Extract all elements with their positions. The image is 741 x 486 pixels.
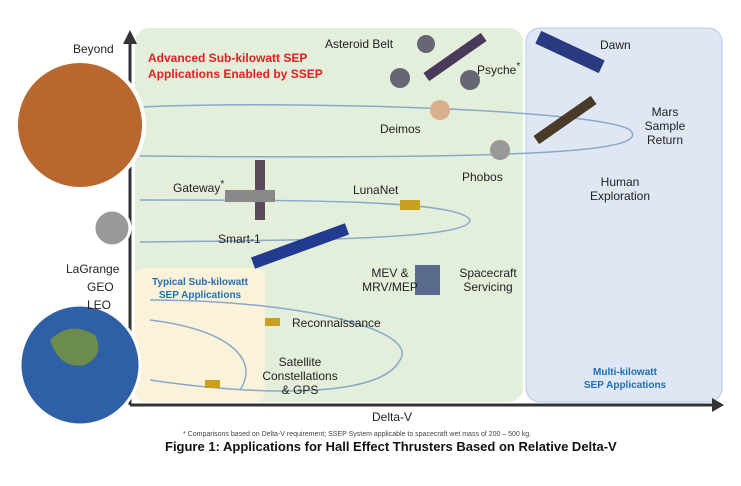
figure-caption: Figure 1: Applications for Hall Effect T…	[165, 439, 617, 454]
y-axis-arrow	[123, 30, 137, 44]
moon-image	[92, 208, 132, 248]
mev-label: MEV &MRV/MEP	[362, 266, 418, 294]
phobos-label: Phobos	[462, 170, 503, 184]
y-axis-lagrange-label: LaGrange	[66, 262, 120, 276]
orbit-lines	[139, 104, 634, 392]
psyche-label: Psyche*	[477, 61, 521, 77]
smart1-label: Smart-1	[218, 232, 261, 246]
spacecraft-icons	[205, 30, 605, 388]
x-axis-arrow	[712, 398, 724, 412]
typical-region	[135, 268, 265, 402]
multi-kilowatt-region	[525, 27, 723, 403]
y-axis-geo-label: GEO	[87, 280, 114, 294]
x-axis-label: Delta-V	[372, 410, 413, 424]
reconnaissance-label: Reconnaissance	[292, 316, 381, 330]
gateway-label: Gateway*	[173, 179, 225, 195]
deimos-label: Deimos	[380, 122, 421, 136]
lunanet-label: LunaNet	[353, 183, 399, 197]
y-axis-beyond-label: Beyond	[73, 42, 114, 56]
y-axis-leo-label: LEO	[87, 298, 112, 312]
mars-image	[14, 59, 146, 191]
asteroid-belt-label: Asteroid Belt	[325, 37, 394, 51]
footnote: * Comparisons based on Delta-V requireme…	[183, 431, 532, 438]
dawn-label: Dawn	[600, 38, 631, 52]
